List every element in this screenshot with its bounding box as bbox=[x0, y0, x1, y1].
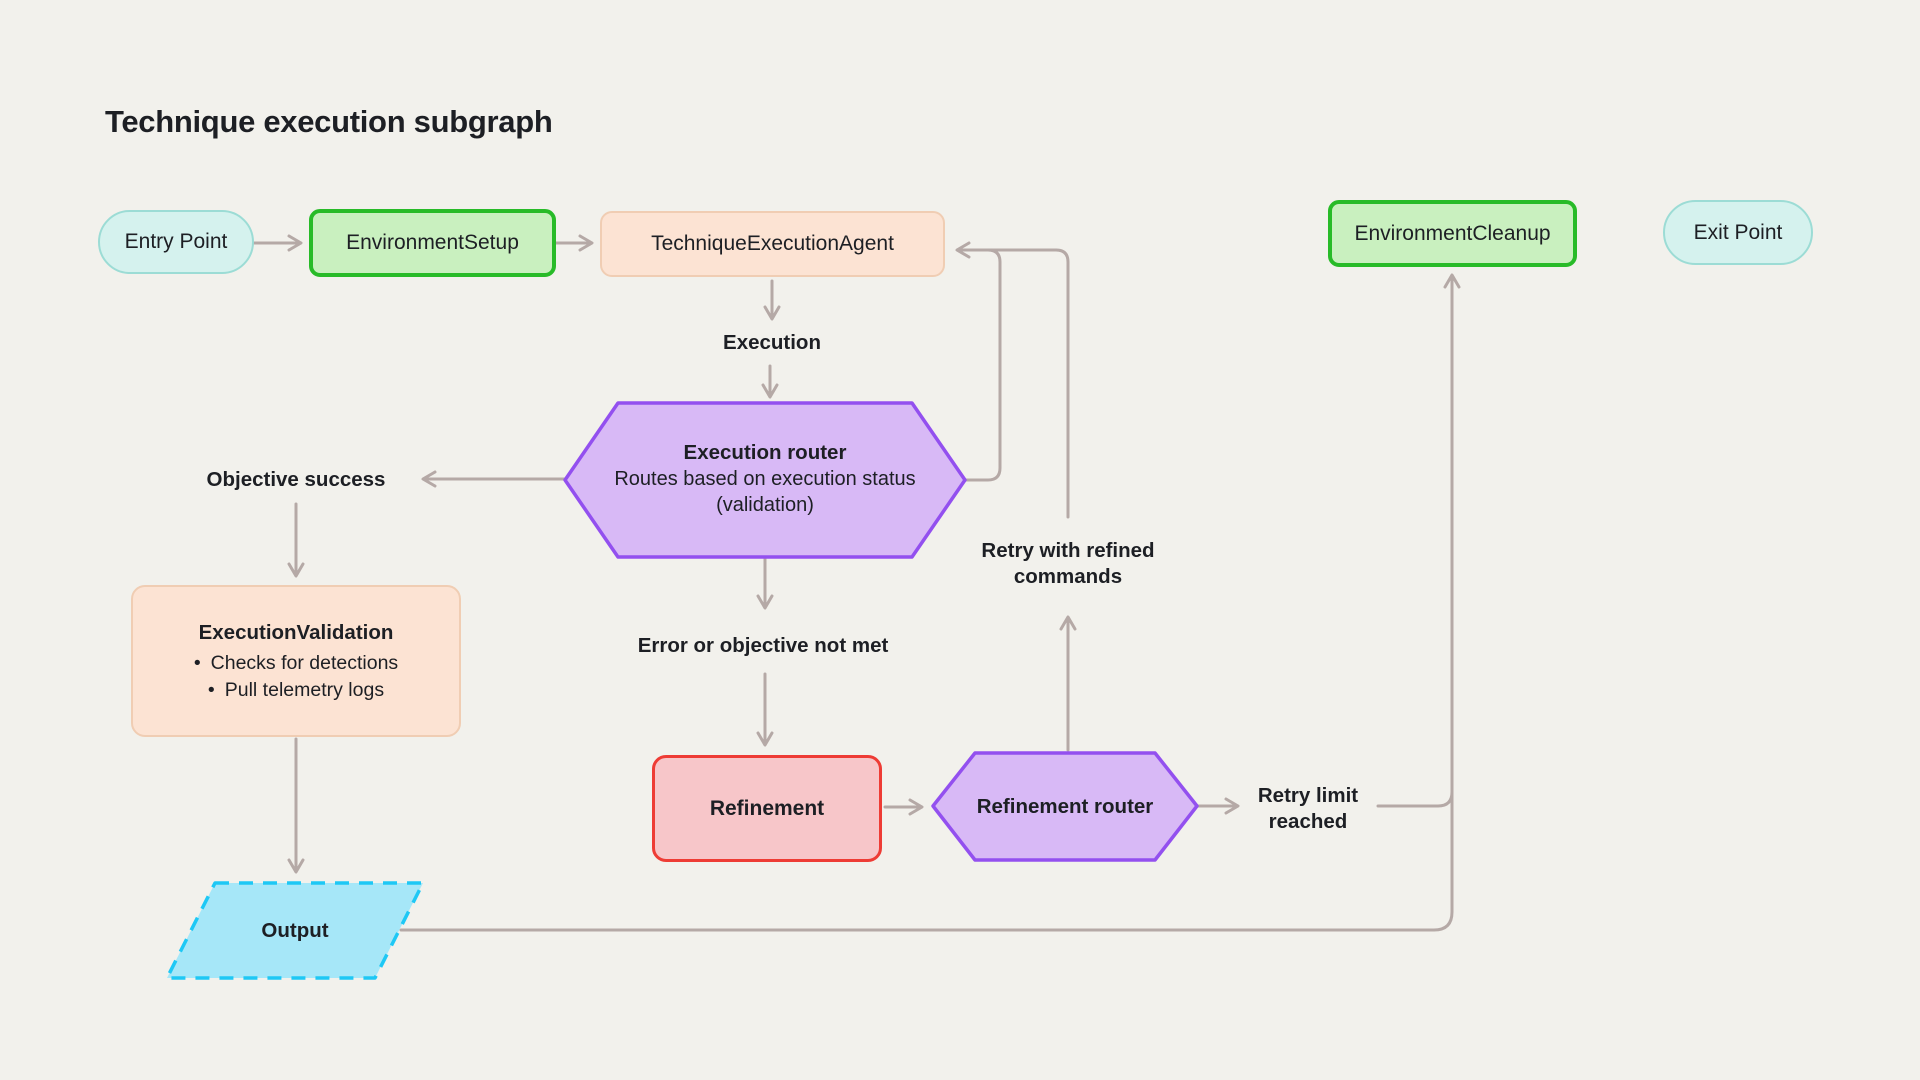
execution-router-label: Execution router Routes based on executi… bbox=[595, 440, 935, 518]
execution-validation-bullet-1-text: Checks for detections bbox=[210, 651, 399, 674]
output-parallelogram bbox=[165, 881, 425, 980]
exit-point-label: Exit Point bbox=[1693, 220, 1783, 244]
output-label: Output bbox=[215, 918, 375, 944]
technique-execution-agent-label: TechniqueExecutionAgent bbox=[651, 232, 894, 255]
execution-validation-bullet-1: • Checks for detections bbox=[194, 652, 398, 675]
edge-router-loop-to-agent bbox=[963, 248, 1002, 482]
retry-limit-line1: Retry limit bbox=[1257, 784, 1359, 807]
retry-refined-line2: commands bbox=[1013, 565, 1123, 588]
edge-retrylimit-join bbox=[1376, 790, 1454, 808]
execution-router-hexagon bbox=[563, 401, 967, 559]
entry-point-label: Entry Point bbox=[124, 230, 228, 253]
node-environment-setup: EnvironmentSetup bbox=[309, 209, 556, 277]
refinement-router-label: Refinement router bbox=[945, 794, 1185, 820]
bullet-icon: • bbox=[193, 651, 201, 674]
edge-label-retry-with-refined-commands: Retry with refined commands bbox=[981, 538, 1154, 590]
execution-router-line2: Routes based on execution status bbox=[614, 468, 916, 490]
execution-router-line3: (validation) bbox=[716, 494, 814, 516]
refinement-label: Refinement bbox=[709, 796, 825, 820]
node-execution-validation: ExecutionValidation • Checks for detectio… bbox=[131, 585, 461, 737]
edge-output-to-cleanup bbox=[399, 273, 1461, 932]
node-refinement: Refinement bbox=[652, 755, 882, 862]
page-title: Technique execution subgraph bbox=[105, 104, 553, 139]
output-title: Output bbox=[261, 919, 329, 942]
execution-validation-bullet-2: • Pull telemetry logs bbox=[208, 679, 384, 702]
refinement-router-title: Refinement router bbox=[976, 795, 1154, 818]
execution-router-title: Execution router bbox=[683, 441, 847, 464]
execution-validation-bullet-2-text: Pull telemetry logs bbox=[224, 678, 385, 701]
edge-retry-to-agent bbox=[955, 241, 1070, 519]
node-entry-point: Entry Point bbox=[98, 210, 254, 274]
node-environment-cleanup: EnvironmentCleanup bbox=[1328, 200, 1577, 267]
refinement-router-hexagon bbox=[931, 751, 1199, 862]
environment-cleanup-label: EnvironmentCleanup bbox=[1354, 221, 1551, 245]
node-technique-execution-agent: TechniqueExecutionAgent bbox=[600, 211, 945, 277]
node-exit-point: Exit Point bbox=[1663, 200, 1813, 265]
retry-limit-line2: reached bbox=[1268, 810, 1348, 833]
edge-label-retry-limit-reached: Retry limit reached bbox=[1258, 783, 1358, 835]
edge-label-execution: Execution bbox=[723, 331, 821, 354]
bullet-icon: • bbox=[207, 678, 215, 701]
edge-label-objective-success: Objective success bbox=[206, 468, 386, 491]
environment-setup-label: EnvironmentSetup bbox=[346, 231, 519, 254]
retry-refined-line1: Retry with refined bbox=[981, 539, 1155, 562]
execution-validation-title: ExecutionValidation bbox=[198, 620, 394, 644]
edge-label-error-or-objective-not-met: Error or objective not met bbox=[637, 634, 889, 657]
